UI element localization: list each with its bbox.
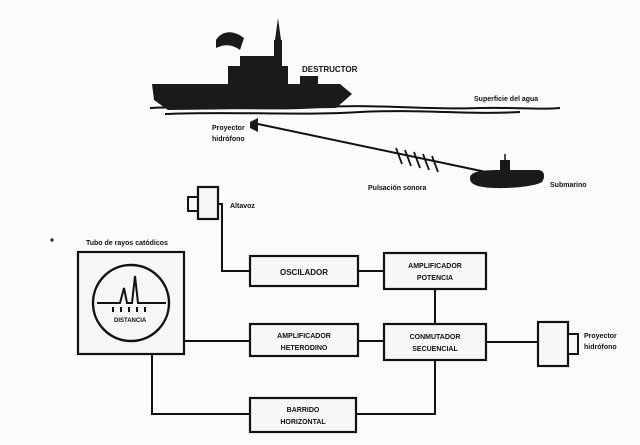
speaker-icon — [187, 185, 220, 221]
sequential-switch-label-1: CONMUTADOR — [410, 334, 461, 341]
hydrophone-projector-label-2: hidrófono — [584, 344, 617, 351]
crt-scale-label: DISTANCIA — [114, 318, 147, 324]
connection-wires — [151, 203, 538, 415]
crt-tick-marks — [112, 307, 146, 312]
hydrophone-projector-label-1: Proyector — [584, 333, 617, 340]
power-amplifier-box — [382, 251, 488, 291]
surface-label: Superficie del agua — [474, 96, 538, 103]
submarine-label: Submarino — [550, 182, 587, 189]
sequential-switch-box — [382, 322, 488, 362]
heterodyne-amplifier-label-1: AMPLIFICADOR — [277, 333, 331, 340]
hull-projector-label-1: Proyector — [212, 125, 245, 132]
hull-projector-icon — [250, 118, 258, 132]
horizontal-sweep-label-1: BARRIDO — [287, 407, 320, 414]
destroyer-ship — [152, 18, 352, 110]
submarine — [470, 154, 545, 189]
horizontal-sweep-box — [248, 396, 358, 434]
crt-trace — [97, 275, 166, 304]
heterodyne-amplifier-label-2: HETERODINO — [281, 345, 328, 352]
power-amplifier-label-1: AMPLIFICADOR — [408, 263, 462, 270]
hydrophone-projector-icon — [536, 320, 579, 368]
water-surface-ripple — [164, 110, 521, 115]
pulse-label: Pulsación sonora — [368, 185, 426, 192]
scan-speck — [50, 238, 54, 242]
horizontal-sweep-label-2: HORIZONTAL — [280, 419, 326, 426]
oscillator-label: OSCILADOR — [280, 268, 328, 277]
speaker-label: Altavoz — [230, 203, 255, 210]
sound-beam — [257, 123, 487, 173]
power-amplifier-label-2: POTENCIA — [417, 275, 453, 282]
destroyer-label: DESTRUCTOR — [302, 65, 358, 74]
tube-label: Tubo de rayos catódicos — [86, 240, 168, 247]
sound-pulse-waves — [395, 147, 439, 173]
sequential-switch-label-2: SECUENCIAL — [412, 346, 458, 353]
hull-projector-label-2: hidrófono — [212, 136, 245, 143]
